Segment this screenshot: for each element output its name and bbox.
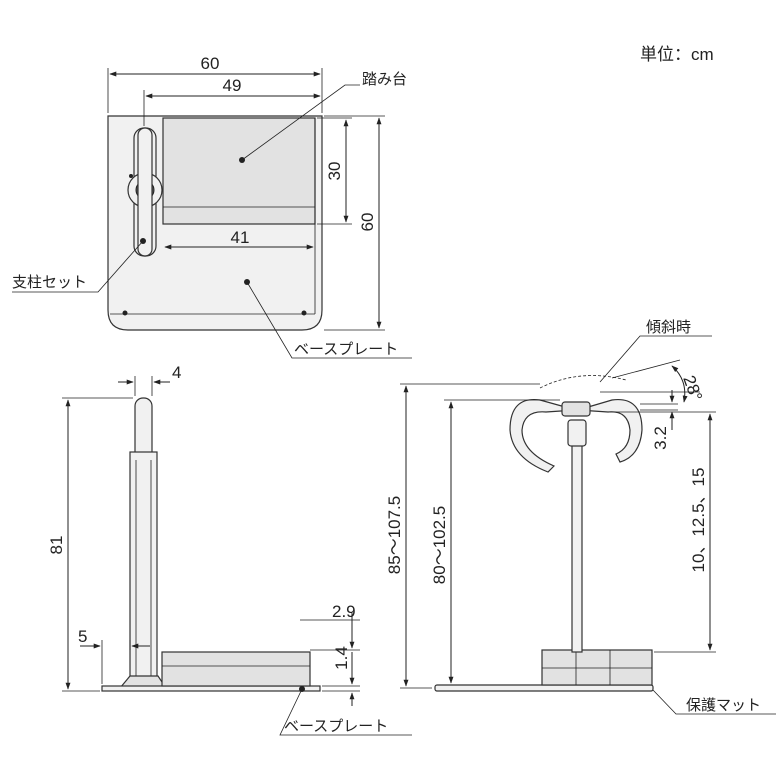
front-step-shape (541, 649, 653, 686)
top-view: 60 49 30 60 41 踏み台 支柱セット ベースプレート (12, 54, 412, 359)
label-post-set: 支柱セット (12, 274, 87, 291)
dim-front-grip-height: 80～102.5 (430, 506, 449, 584)
side-view: 4 81 5 2.9 1.4 ベースプレート (47, 363, 412, 736)
front-base-plate-shape (434, 684, 654, 692)
dim-top-depth-60: 60 (358, 213, 377, 232)
dim-front-tilt-drop: 3.2 (651, 426, 670, 450)
dim-side-step-2-9: 2.9 (332, 602, 356, 621)
dim-side-height-81: 81 (47, 536, 66, 555)
side-step-shape (161, 651, 311, 687)
front-view: 85～107.5 80～102.5 28° 3.2 10、12.5、15 傾斜時… (385, 319, 776, 715)
unit-label: 単位：cm (640, 45, 714, 64)
dim-top-inner-41: 41 (231, 228, 250, 247)
label-mat: 保護マット (686, 697, 761, 714)
side-post-shape (134, 397, 153, 461)
top-step-shape (162, 117, 316, 225)
front-handle-shape (509, 398, 577, 473)
front-post-shape (571, 439, 583, 653)
dim-front-tilt-angle: 28° (679, 373, 706, 404)
dim-side-plate-1-4: 1.4 (332, 646, 351, 670)
label-base-plate-side: ベースプレート (284, 718, 388, 735)
dim-side-post-4: 4 (172, 363, 181, 382)
dim-side-offset-5: 5 (78, 627, 87, 646)
dim-front-total-height: 85～107.5 (385, 496, 404, 574)
dim-top-width-49: 49 (223, 76, 242, 95)
label-base-plate-top: ベースプレート (294, 341, 398, 358)
side-base-plate-shape (101, 685, 321, 692)
dim-front-step-heights: 10、12.5、15 (689, 468, 708, 573)
label-step: 踏み台 (362, 71, 407, 88)
dim-top-step-depth-30: 30 (325, 162, 344, 181)
label-tilted: 傾斜時 (646, 319, 691, 336)
dim-top-width-60: 60 (201, 54, 220, 73)
